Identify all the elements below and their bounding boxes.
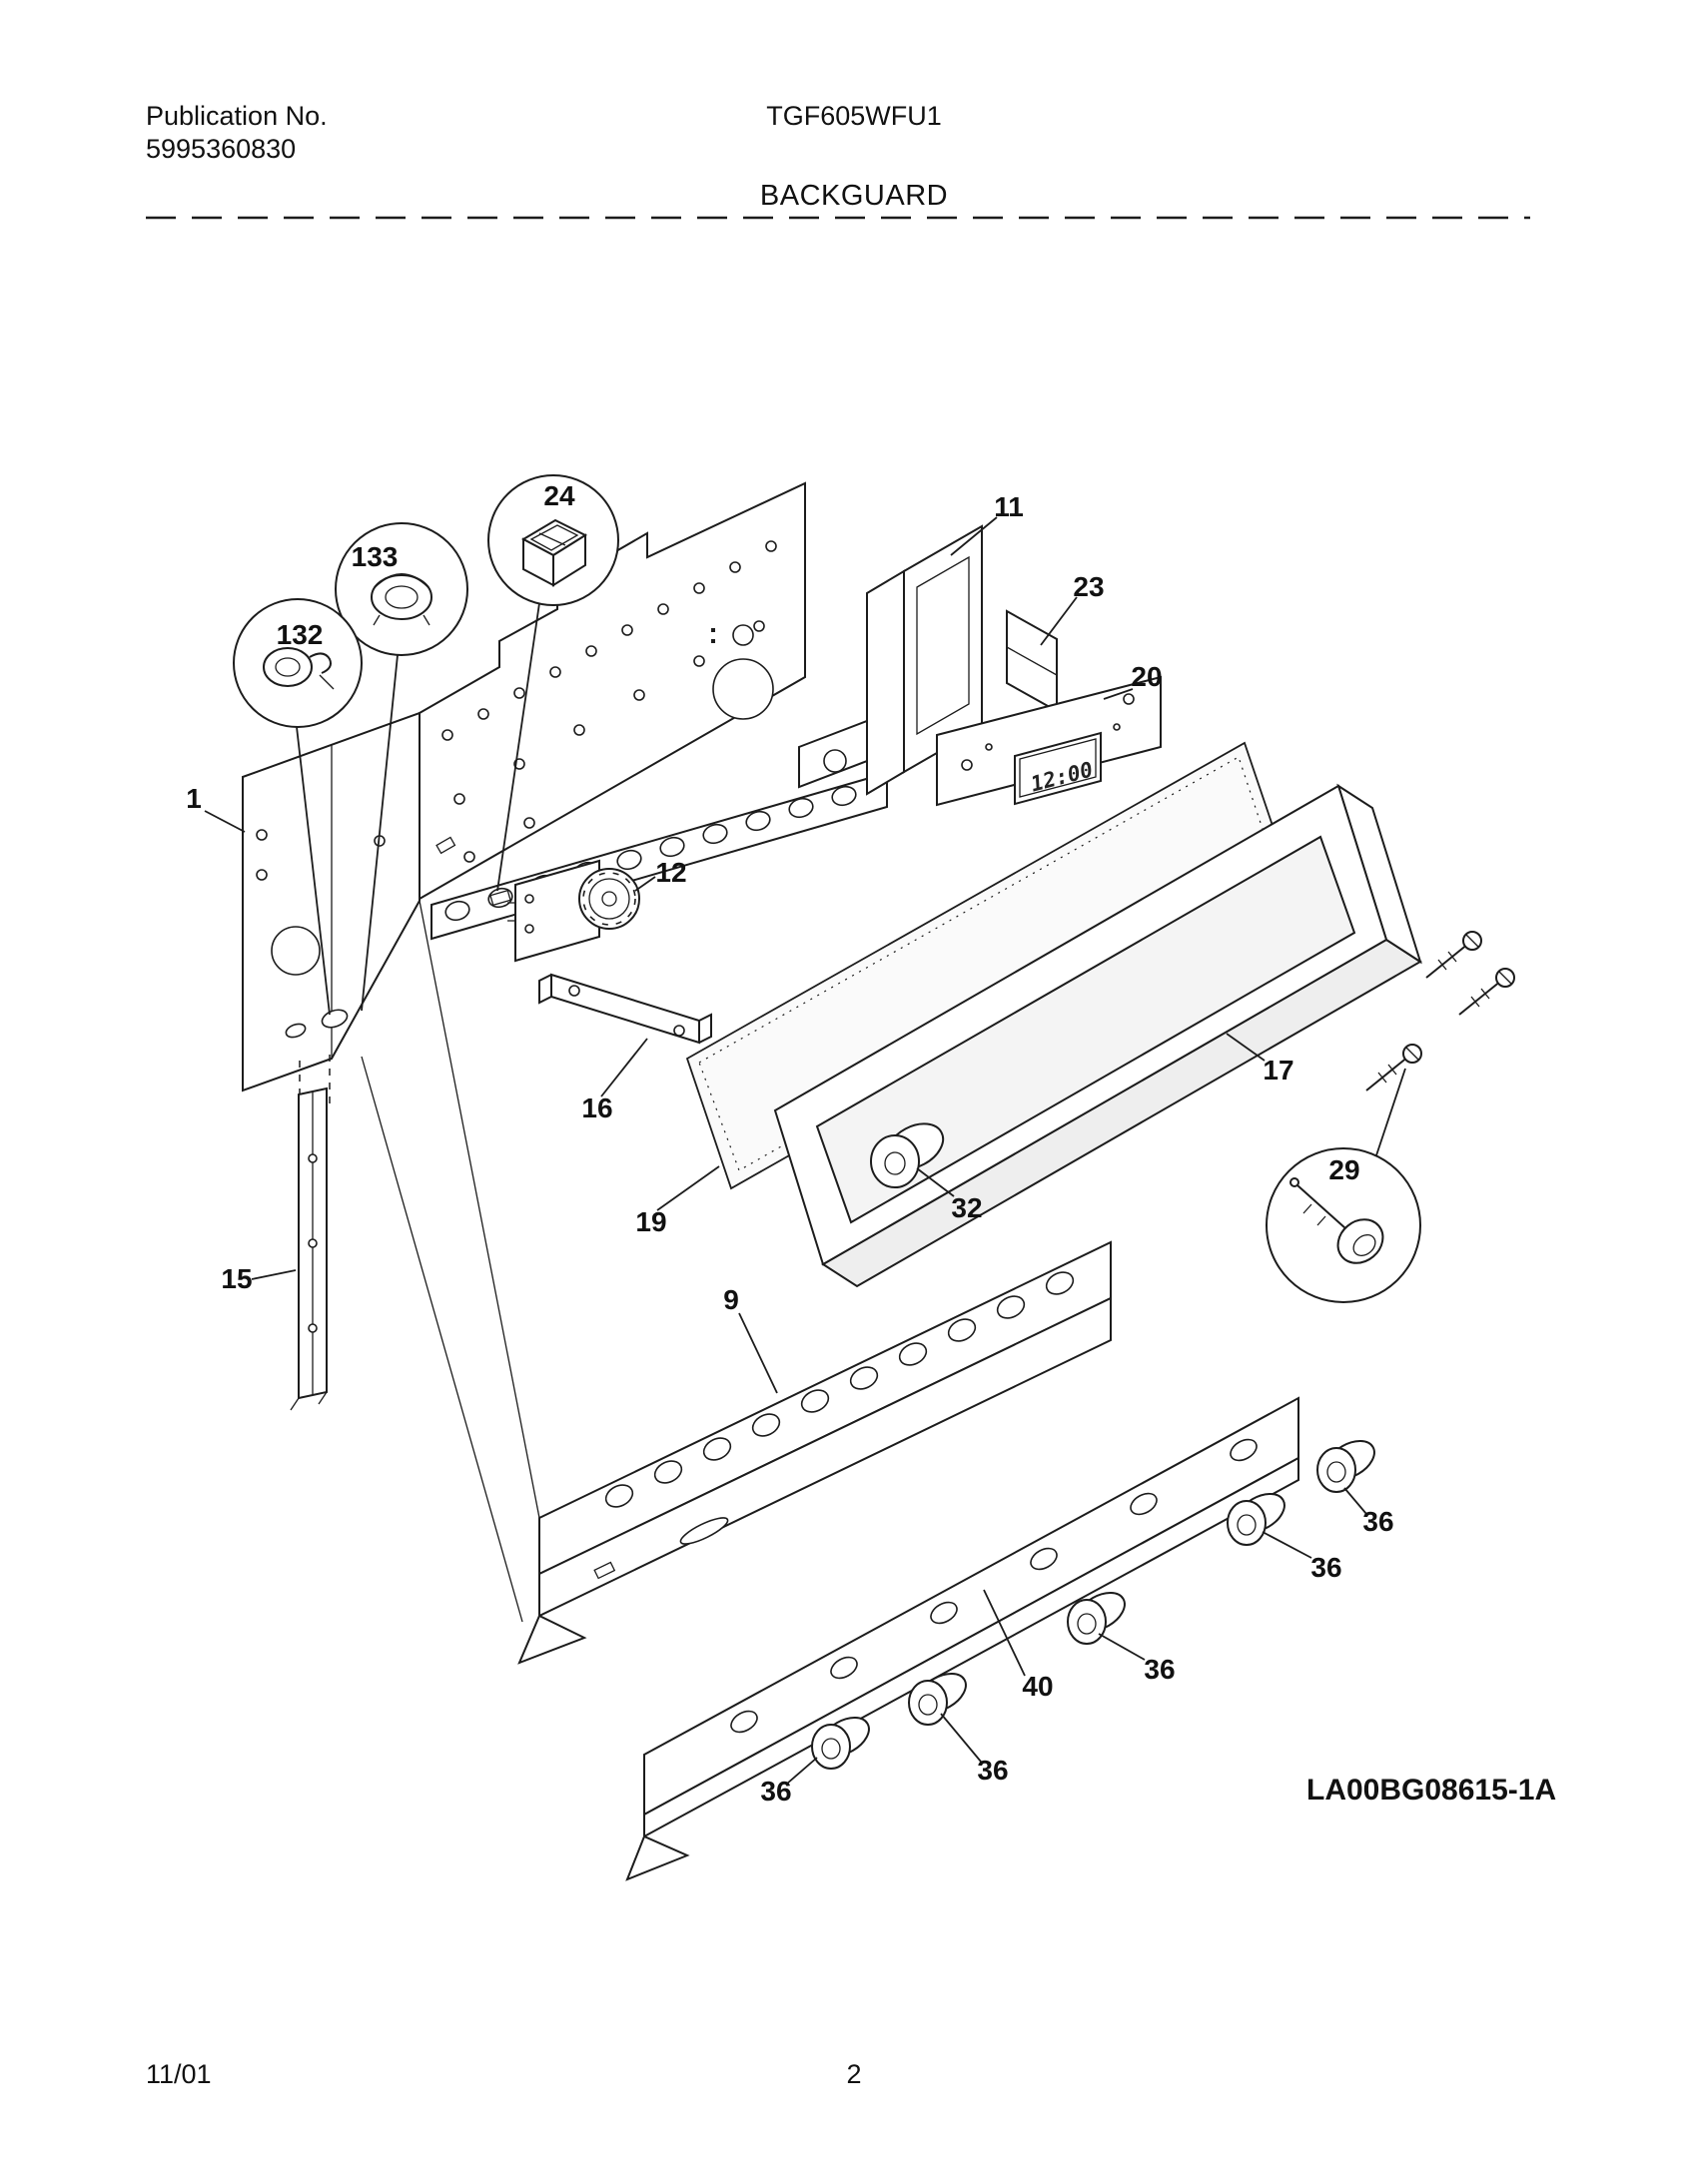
magnifier-29 [1266,1147,1421,1303]
section-title: BACKGUARD [759,180,949,212]
callout-16: 16 [581,1092,613,1123]
control-housing [798,524,983,796]
diagram-code: LA00BG08615-1A [1306,1774,1557,1807]
callout-40: 40 [1022,1671,1054,1702]
burner-knobs [811,1432,1382,1770]
fold-line [361,1056,523,1623]
callout-36-e: 36 [760,1776,792,1807]
model-number: TGF605WFU1 [766,101,942,131]
callout-11: 11 [994,491,1024,522]
leader-lines [204,516,1406,1785]
callout-36-d: 36 [977,1755,1009,1786]
callout-132: 132 [276,619,324,650]
bracket-23 [1006,609,1058,713]
footer-date: 11/01 [146,2059,212,2089]
timer-switch [507,859,640,963]
callout-36-c: 36 [1144,1654,1176,1685]
magnifier-133 [335,522,468,656]
callout-32: 32 [951,1192,983,1223]
side-panel [242,711,421,1118]
clock-assembly [936,675,1162,807]
fold-line [419,900,540,1519]
magnifier-132 [233,598,363,728]
callout-23: 23 [1073,571,1105,602]
callout-133: 133 [351,541,399,572]
footer-page-number: 2 [846,2059,862,2089]
callout-12: 12 [655,857,687,888]
callout-36-b: 36 [1310,1552,1342,1583]
side-channel [290,1087,328,1411]
callout-24: 24 [543,480,575,511]
rear-panel [419,481,806,901]
publication-number: 5995360830 [146,134,297,164]
knob-32 [870,1122,945,1188]
callout-36-a: 36 [1362,1506,1394,1537]
callout-1: 1 [186,783,202,814]
mounting-bracket [538,973,712,1045]
callout-9: 9 [723,1284,739,1315]
lower-rail [517,1240,1112,1665]
control-shelf [625,1396,1299,1881]
callout-20: 20 [1131,661,1163,692]
magnifier-24 [487,474,619,606]
callout-15: 15 [221,1263,253,1294]
callout-17: 17 [1263,1055,1294,1086]
callout-19: 19 [635,1206,667,1237]
publication-label: Publication No. [146,101,328,131]
callout-29: 29 [1328,1154,1360,1185]
